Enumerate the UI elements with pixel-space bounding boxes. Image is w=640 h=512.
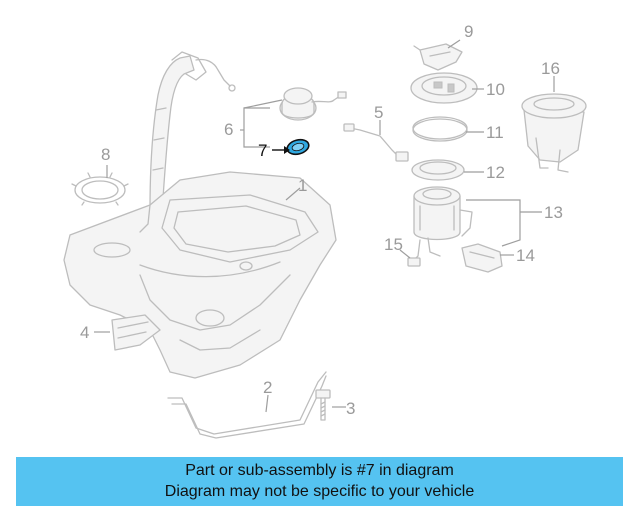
callout-12: 12 [486, 163, 505, 182]
callout-2: 2 [263, 378, 272, 397]
pump-wiring-drawing [407, 237, 441, 267]
callout-1: 1 [298, 176, 307, 195]
callout-5: 5 [374, 103, 383, 122]
callout-4: 4 [80, 323, 89, 342]
heat-shield-drawing [111, 314, 161, 351]
pump-lock-ring-drawing [411, 159, 465, 181]
callout-3: 3 [346, 399, 355, 418]
sensor-drawing [343, 123, 409, 162]
banner-line-1: Part or sub-assembly is #7 in diagram [185, 462, 454, 479]
seal-ring-drawing [412, 116, 468, 142]
callout-15: 15 [384, 235, 403, 254]
pump-flange-drawing [410, 72, 478, 104]
bolt-drawing [315, 389, 331, 421]
leader-lines [94, 39, 555, 413]
gasket-drawing [286, 138, 310, 156]
highlight-leader [272, 146, 290, 154]
strap-drawing [167, 371, 327, 439]
filler-neck-drawing [149, 51, 236, 213]
pump-connector-drawing [413, 43, 463, 71]
lock-ring-drawing [71, 172, 129, 206]
callout-16: 16 [541, 59, 560, 78]
callout-6: 6 [224, 120, 233, 139]
info-banner: Part or sub-assembly is #7 in diagram Di… [16, 457, 623, 506]
banner-line-2: Diagram may not be specific to your vehi… [164, 483, 475, 500]
fuel-tank-drawing [63, 171, 337, 379]
callout-7: 7 [258, 141, 267, 160]
parts-diagram: 1 2 3 4 5 6 7 8 9 10 11 12 13 14 15 16 [63, 22, 587, 439]
callout-8: 8 [101, 145, 110, 164]
sender-unit-drawing [521, 93, 587, 173]
bracket-drawing [461, 243, 503, 273]
filler-cap-drawing [279, 87, 347, 121]
callout-14: 14 [516, 246, 535, 265]
callout-13: 13 [544, 203, 563, 222]
callout-9: 9 [464, 22, 473, 41]
callout-11: 11 [486, 123, 504, 142]
pump-module-drawing [413, 186, 473, 241]
callout-10: 10 [486, 80, 505, 99]
